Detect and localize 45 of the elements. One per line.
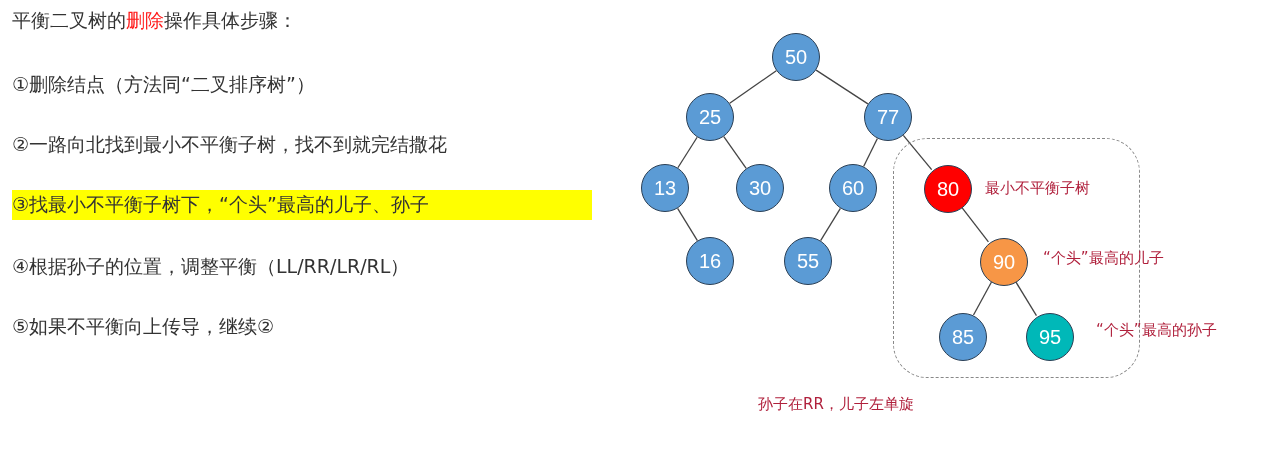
highlighted-step-text: ③找最小不平衡子树下，“个头”最高的儿子、孙子 [12, 190, 592, 220]
tree-node-circle [686, 237, 734, 285]
node-value: 95 [1038, 325, 1062, 349]
tree-node-circle [864, 93, 912, 141]
step-text: ②一路向北找到最小不平衡子树，找不到就完结撒花 [12, 132, 448, 157]
node-value: 13 [653, 176, 677, 200]
tree-edge [815, 69, 869, 105]
step-text: ①删除结点（方法同“二叉排序树”） [12, 72, 315, 97]
node-value: 55 [796, 249, 820, 273]
tree-node-circle [1026, 313, 1074, 361]
tree-edge [972, 281, 993, 316]
annotation-text: “个头”最高的儿子 [1043, 248, 1164, 268]
tree-node-circle [686, 93, 734, 141]
tree-edge [723, 135, 747, 170]
tree-node-circle [736, 164, 784, 212]
tree-node-circle [924, 165, 972, 213]
node-value: 16 [698, 249, 722, 273]
tree-node-circle [980, 238, 1028, 286]
tree-edge [862, 137, 879, 168]
tree-edge [1014, 280, 1038, 317]
tree-node-circle [939, 313, 987, 361]
heading: 平衡二叉树的删除操作具体步骤： [12, 8, 297, 33]
node-value: 77 [876, 105, 900, 129]
tree-node-circle [829, 164, 877, 212]
tree-node-circle [641, 164, 689, 212]
tree-edge [902, 134, 933, 171]
annotation-text: 最小不平衡子树 [985, 178, 1090, 198]
tree-edge [960, 206, 990, 243]
tree-node-circle [772, 33, 820, 81]
tree-edge [677, 136, 698, 169]
node-value: 85 [951, 325, 975, 349]
tree-edge [676, 207, 699, 242]
step-text: ④根据孙子的位置，调整平衡（LL/RR/LR/RL） [12, 254, 410, 279]
tree-edge [729, 70, 777, 104]
node-value: 25 [698, 105, 722, 129]
node-value: 30 [748, 176, 772, 200]
tree-edge [819, 207, 842, 242]
node-value: 50 [784, 45, 808, 69]
annotation-text: “个头”最高的孙子 [1096, 320, 1217, 340]
note-text: 孙子在RR，儿子左单旋 [758, 395, 914, 414]
step-text: ⑤如果不平衡向上传导，继续② [12, 314, 275, 339]
tree-node-circle [784, 237, 832, 285]
node-value: 80 [936, 177, 960, 201]
node-value: 60 [841, 176, 865, 200]
node-value: 90 [992, 250, 1016, 274]
